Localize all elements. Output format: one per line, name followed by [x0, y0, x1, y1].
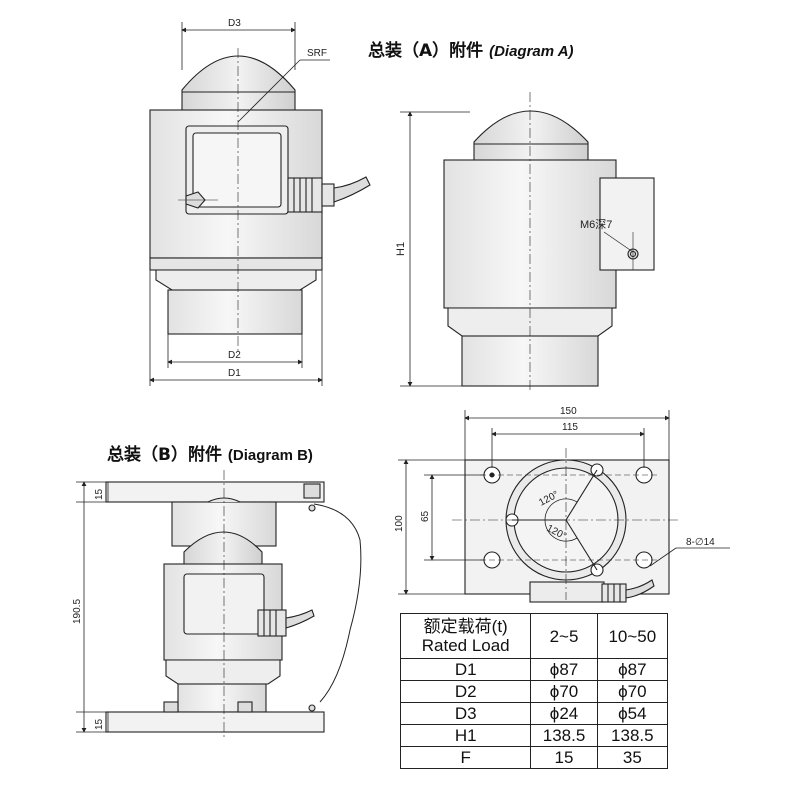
spec-row-name: F [399, 746, 532, 769]
diagram-b-title: 总装（B）附件 (Diagram B) [107, 440, 313, 465]
diagram-a-side-view [400, 92, 655, 390]
diagram-b-title-en: (Diagram B) [227, 447, 313, 464]
diagram-a-title: 总装（A）附件 (Diagram A) [368, 36, 574, 61]
label-b-total: 190.5 [72, 599, 83, 624]
table-row: D2 ϕ70 ϕ70 [399, 680, 669, 703]
diagram-b-assembly [76, 470, 362, 740]
spec-header-col2: 10~50 [596, 613, 669, 659]
label-115: 115 [562, 422, 578, 433]
diagram-a-front-view [149, 22, 371, 386]
diagram-a-title-en: (Diagram A) [489, 43, 574, 60]
label-150: 150 [560, 406, 577, 417]
spec-row-col2: ϕ54 [596, 702, 669, 725]
spec-table: 额定载荷(t)Rated Load 2~5 10~50 D1 ϕ87 ϕ87 D… [399, 613, 669, 769]
spec-row-col2: ϕ87 [596, 658, 669, 681]
label-100: 100 [394, 515, 405, 532]
label-holes: 8-∅14 [686, 537, 715, 548]
diagram-a-title-cn: 总装（A）附件 [368, 41, 484, 61]
spec-row-col1: ϕ87 [530, 658, 598, 681]
spec-row-col1: 138.5 [530, 724, 598, 747]
spec-row-col2: 138.5 [596, 724, 669, 747]
spec-row-name: D2 [399, 680, 532, 703]
spec-row-col1: 15 [530, 746, 598, 769]
spec-header-name: 额定载荷(t)Rated Load [399, 613, 532, 659]
label-srf: SRF [307, 48, 327, 59]
spec-row-name: H1 [399, 724, 532, 747]
spec-table-header-row: 额定载荷(t)Rated Load 2~5 10~50 [399, 613, 669, 659]
label-h1: H1 [395, 242, 407, 256]
spec-row-col1: ϕ24 [530, 702, 598, 725]
table-row: F 15 35 [399, 746, 669, 769]
spec-header-col1: 2~5 [530, 613, 598, 659]
label-65: 65 [420, 510, 431, 522]
label-d2: D2 [228, 350, 241, 361]
spec-row-col2: ϕ70 [596, 680, 669, 703]
label-d1: D1 [228, 368, 241, 379]
label-m6: M6深7 [580, 218, 612, 231]
table-row: D1 ϕ87 ϕ87 [399, 658, 669, 681]
table-row: D3 ϕ24 ϕ54 [399, 702, 669, 725]
spec-row-name: D3 [399, 702, 532, 725]
table-row: H1 138.5 138.5 [399, 724, 669, 747]
label-b-top-15: 15 [94, 488, 105, 500]
spec-row-col2: 35 [596, 746, 669, 769]
diagram-b-title-cn: 总装（B）附件 [107, 445, 222, 465]
label-b-bottom-15: 15 [94, 718, 105, 730]
label-d3: D3 [228, 18, 241, 29]
spec-row-name: D1 [399, 658, 532, 681]
mounting-plate-top-view [398, 410, 730, 603]
spec-row-col1: ϕ70 [530, 680, 598, 703]
